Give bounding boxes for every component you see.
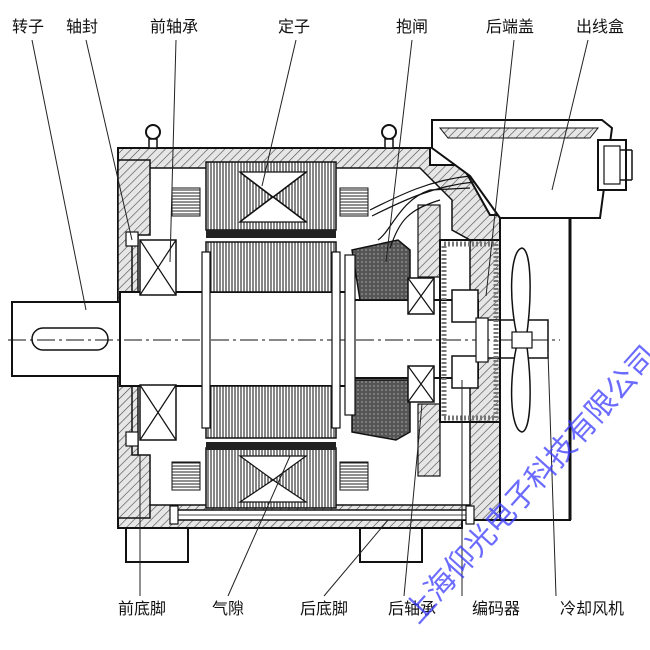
stator-core <box>205 161 337 509</box>
fan-cover <box>462 217 572 521</box>
cooling-fan <box>510 247 533 433</box>
label-shaft-seal: 轴封 <box>66 17 99 36</box>
lead-wires <box>369 175 475 249</box>
label-rear-bearing: 后轴承 <box>388 599 437 618</box>
rotor <box>201 241 341 439</box>
label-cooling-fan: 冷却风机 <box>560 599 625 618</box>
lifting-ring-left <box>145 124 161 149</box>
label-front-foot: 前底脚 <box>118 599 167 618</box>
tie-rod <box>169 505 475 525</box>
label-rear-foot: 后底脚 <box>300 599 349 618</box>
leader-lines <box>31 39 589 597</box>
stator-winding-ends <box>171 187 369 491</box>
label-front-bearing: 前轴承 <box>150 17 199 36</box>
junction-box <box>431 119 633 219</box>
rear-foot <box>359 527 423 563</box>
label-rotor: 转子 <box>12 17 45 36</box>
label-rear-end-cover: 后端盖 <box>486 17 535 36</box>
lifting-ring-right <box>381 124 397 149</box>
label-air-gap: 气隙 <box>212 599 245 618</box>
front-foot <box>125 527 189 563</box>
label-encoder: 编码器 <box>472 599 521 618</box>
encoder <box>439 239 501 423</box>
brake <box>344 239 411 441</box>
label-junction-box: 出线盒 <box>576 17 625 36</box>
label-brake: 抱闸 <box>396 17 429 36</box>
label-stator: 定子 <box>278 17 311 36</box>
